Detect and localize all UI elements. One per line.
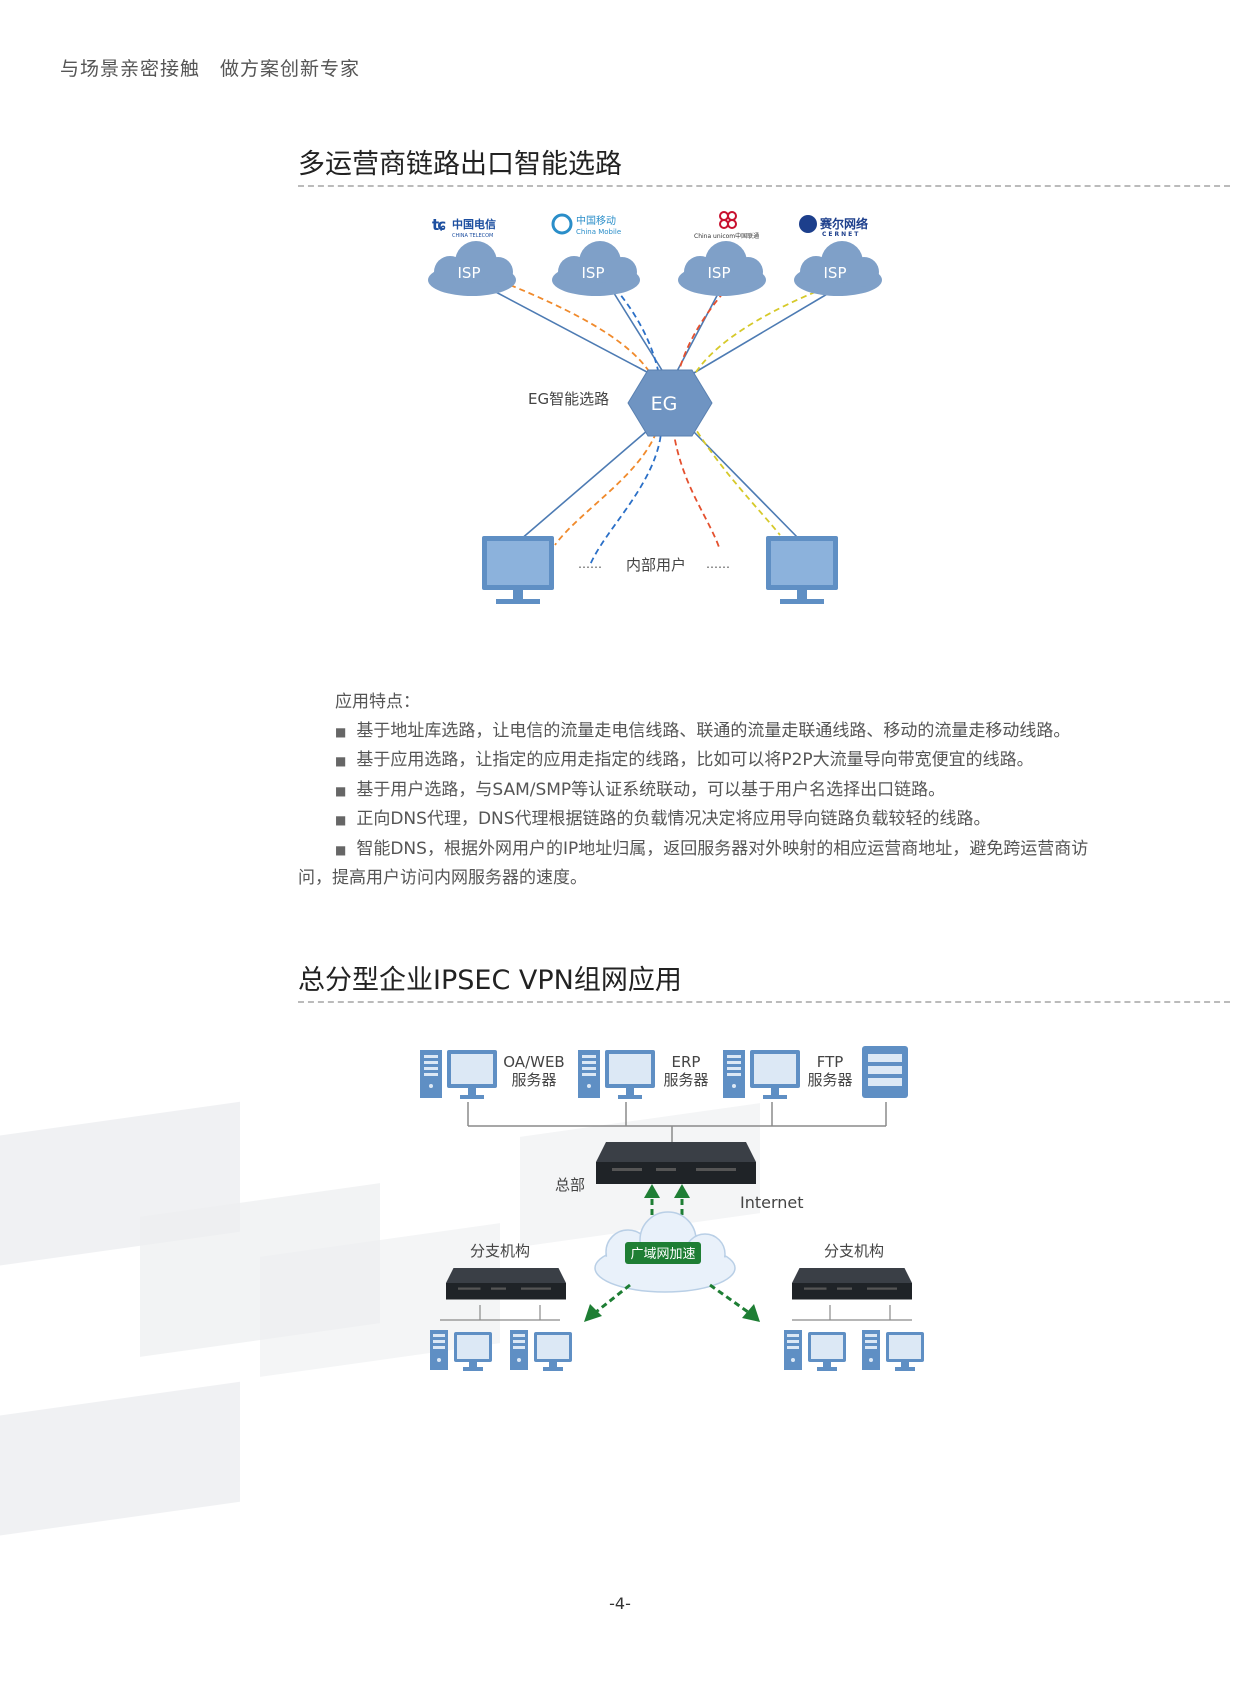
server-tower-icon xyxy=(723,1050,745,1098)
feature-item: ■智能DNS，根据外网用户的IP地址归属，返回服务器对外映射的相应运营商地址，避… xyxy=(298,835,1118,893)
solid-links xyxy=(491,289,835,541)
server-label: ERP xyxy=(672,1053,701,1071)
cloud-label: ISP xyxy=(708,264,731,282)
internet-cloud-icon: 广域网加速 xyxy=(594,1211,736,1293)
carrier-telecom: ʨ 中国电信 CHINA TELECOM xyxy=(432,216,496,239)
carrier-cernet: 赛尔网络 CERNET xyxy=(799,215,868,238)
cloud-label: ISP xyxy=(582,264,605,282)
feature-item: ■ 正向DNS代理，DNS代理根据链路的负载情况决定将应用导向链路负载较轻的线路。 xyxy=(298,805,1118,835)
section-title: 多运营商链路出口智能选路 xyxy=(298,149,622,180)
background-decoration xyxy=(0,1381,240,1539)
features-heading: 应用特点： xyxy=(335,692,420,712)
eg-label: EG xyxy=(651,393,678,415)
monitor-icon xyxy=(454,1332,492,1371)
header-tagline: 与场景亲密接触 做方案创新专家 xyxy=(60,58,361,80)
bullet-icon: ■ xyxy=(335,783,347,798)
server-label: 服务器 xyxy=(807,1071,852,1089)
monitor-icon xyxy=(605,1050,655,1099)
cernet-logo-icon xyxy=(799,215,817,233)
carrier-name: China unicom中国联通 xyxy=(694,232,759,240)
branch-lan xyxy=(792,1305,912,1321)
server-label: OA/WEB xyxy=(503,1053,564,1071)
page-number: -4- xyxy=(609,1594,631,1613)
monitor-icon xyxy=(750,1050,800,1099)
hq-gateway-device-icon xyxy=(596,1142,756,1184)
ellipsis: …… xyxy=(706,557,730,571)
branch-label: 分支机构 xyxy=(824,1242,884,1260)
hq-label: 总部 xyxy=(555,1176,585,1194)
carrier-sub: China Mobile xyxy=(576,228,621,236)
bullet-icon: ■ xyxy=(335,842,347,857)
server-tower-icon xyxy=(430,1330,448,1370)
server-tower-icon xyxy=(578,1050,600,1098)
server-tower-icon xyxy=(420,1050,442,1098)
isp-cloud-icon: ISP xyxy=(428,241,516,296)
users-label: 内部用户 xyxy=(626,556,686,574)
isp-cloud-icon: ISP xyxy=(552,241,640,296)
section-divider xyxy=(298,1001,1230,1003)
section-title: 总分型企业IPSEC VPN组网应用 xyxy=(298,965,682,996)
isp-cloud-icon: ISP xyxy=(678,241,766,296)
ipsec-vpn-diagram: … OA/WEB 服务器 ERP 服务器 FTP 服务器 总部 xyxy=(420,1046,924,1371)
feature-item: ■ 基于应用选路，让指定的应用走指定的线路，比如可以将P2P大流量导向带宽便宜的线… xyxy=(298,746,1118,776)
wan-acceleration-label: 广域网加速 xyxy=(630,1247,695,1262)
feature-item: ■ 基于地址库选路，让电信的流量走电信线路、联通的流量走联通线路、移动的流量走移动… xyxy=(298,717,1118,747)
server-label: 服务器 xyxy=(663,1071,708,1089)
feature-text: 智能DNS，根据外网用户的IP地址归属，返回服务器对外映射的相应运营商地址，避免… xyxy=(298,838,1089,889)
telecom-route xyxy=(509,284,663,546)
section-divider xyxy=(298,185,1230,187)
user-pc-icon xyxy=(482,536,554,604)
feature-item: ■ 基于用户选路，与SAM/SMP等认证系统联动，可以基于用户名选择出口链路。 xyxy=(298,776,1118,806)
branch-gateway-device-icon xyxy=(446,1268,566,1300)
server-tower-icon xyxy=(510,1330,528,1370)
branch-lan xyxy=(440,1305,560,1321)
isp-cloud-icon: ISP xyxy=(794,241,882,296)
bullet-icon: ■ xyxy=(335,813,347,827)
eg-gateway-icon: EG xyxy=(627,369,713,437)
feature-text: 基于地址库选路，让电信的流量走电信线路、联通的流量走联通线路、移动的流量走移动线… xyxy=(356,720,1071,741)
cloud-label: ISP xyxy=(458,264,481,282)
monitor-icon xyxy=(534,1332,572,1371)
mobile-route xyxy=(589,287,664,566)
branch-arrows-icon xyxy=(584,1283,760,1322)
server-label: 服务器 xyxy=(511,1071,556,1089)
user-pc-icon xyxy=(766,536,838,604)
multi-isp-routing-diagram: ʨ 中国电信 CHINA TELECOM 中国移动 China Mobile C… xyxy=(428,211,882,604)
monitor-icon xyxy=(886,1332,924,1371)
bullet-icon: ■ xyxy=(335,754,347,768)
eg-caption: EG智能选路 xyxy=(528,390,609,408)
carrier-name: 中国移动 xyxy=(576,214,616,227)
unicom-logo-icon xyxy=(719,211,737,229)
monitor-icon xyxy=(447,1050,497,1099)
branch-gateway-device-icon xyxy=(792,1268,912,1300)
branch-label: 分支机构 xyxy=(470,1242,530,1260)
file-server-icon xyxy=(862,1046,908,1098)
carrier-unicom: China unicom中国联通 xyxy=(694,211,759,240)
monitor-icon xyxy=(808,1332,846,1371)
carrier-name: 赛尔网络 xyxy=(819,216,868,231)
bullet-icon: ■ xyxy=(335,724,347,739)
features-list: 应用特点： ■ 基于地址库选路，让电信的流量走电信线路、联通的流量走联通线路、移动… xyxy=(298,688,1118,893)
cloud-label: ISP xyxy=(824,264,847,282)
mobile-logo-icon xyxy=(551,213,573,235)
server-tower-icon xyxy=(784,1330,802,1370)
carrier-sub: CHINA TELECOM xyxy=(452,233,493,239)
carrier-name: 中国电信 xyxy=(452,217,496,231)
feature-text: 基于用户选路，与SAM/SMP等认证系统联动，可以基于用户名选择出口链路。 xyxy=(356,779,946,800)
ellipsis: …… xyxy=(578,557,602,571)
carrier-sub: CERNET xyxy=(822,231,860,238)
server-label: FTP xyxy=(817,1053,844,1071)
lan-bus xyxy=(467,1102,887,1142)
carrier-mobile: 中国移动 China Mobile xyxy=(551,213,621,236)
feature-text: 正向DNS代理，DNS代理根据链路的负载情况决定将应用导向链路负载较轻的线路。 xyxy=(356,809,991,829)
telecom-logo-icon: ʨ xyxy=(432,216,446,234)
feature-text: 基于应用选路，让指定的应用走指定的线路，比如可以将P2P大流量导向带宽便宜的线路… xyxy=(356,750,1034,770)
server-tower-icon xyxy=(862,1330,880,1370)
internet-label: Internet xyxy=(740,1193,804,1212)
unicom-route xyxy=(671,284,731,551)
